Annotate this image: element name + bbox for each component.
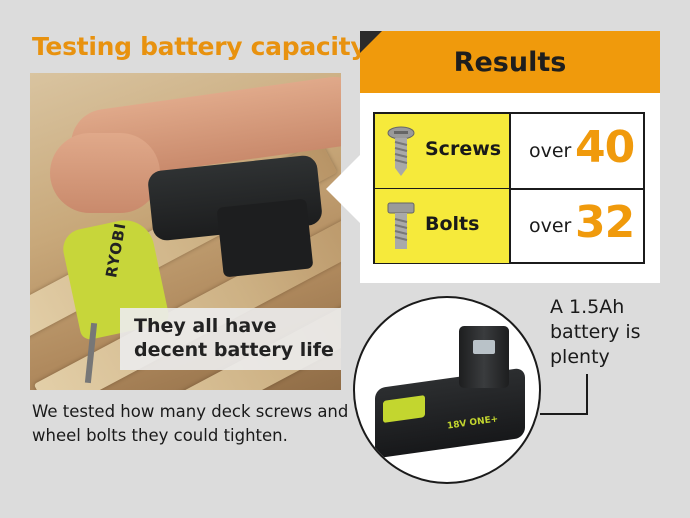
battery-top bbox=[459, 326, 509, 388]
description-text: We tested how many deck screws and wheel… bbox=[32, 402, 349, 445]
results-prefix: over bbox=[529, 140, 572, 162]
label-cell: Bolts bbox=[375, 189, 511, 263]
leader-line bbox=[586, 374, 588, 414]
results-table: Screws over 40 Bolts over 32 bbox=[373, 112, 645, 264]
results-label: Bolts bbox=[425, 213, 480, 235]
results-label: Screws bbox=[425, 138, 502, 160]
callout-pointer bbox=[326, 155, 360, 223]
battery-image-circle: 18V ONE+ bbox=[353, 296, 541, 484]
results-title: Results bbox=[453, 47, 567, 78]
results-prefix: over bbox=[529, 215, 572, 237]
bolt-icon bbox=[387, 202, 415, 249]
screw-icon bbox=[387, 126, 415, 176]
infographic-heading: Testing battery capacity bbox=[32, 32, 367, 61]
results-row-bolts: Bolts over 32 bbox=[375, 189, 643, 263]
hand bbox=[50, 133, 160, 213]
results-value: 40 bbox=[575, 122, 635, 173]
photo-caption: They all have decent battery life bbox=[120, 308, 341, 370]
leader-line bbox=[540, 413, 588, 415]
results-value: 32 bbox=[575, 197, 635, 248]
label-cell: Screws bbox=[375, 114, 511, 188]
results-header: Results bbox=[360, 31, 660, 93]
drill-battery bbox=[216, 198, 314, 278]
battery-note: A 1.5Ah battery is plenty bbox=[550, 296, 641, 368]
drill-photo: RYOBI They all have decent battery life bbox=[30, 73, 341, 390]
corner-accent bbox=[360, 31, 382, 53]
results-row-screws: Screws over 40 bbox=[375, 114, 643, 190]
